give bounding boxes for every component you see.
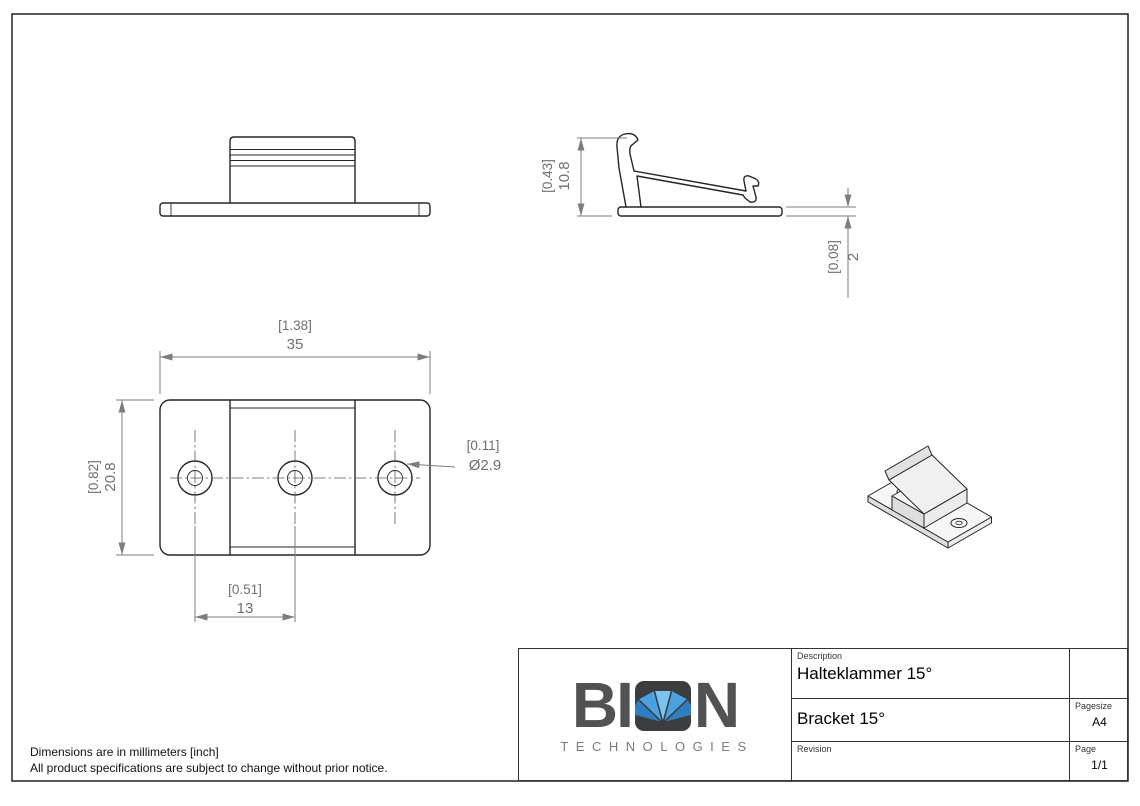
side-view [616,132,783,217]
page-value: 1/1 [1091,758,1108,772]
logo-fan-icon [634,681,691,731]
dim-width-mm: 35 [287,336,304,353]
logo-text-right: N [693,669,740,742]
dim-height-mm: 10.8 [556,161,573,190]
side-spring-clip [616,132,760,208]
revision-label: Revision [797,744,832,754]
pagesize-cell: Pagesize A4 [1069,698,1129,741]
isometric-view [867,445,992,549]
top-view [159,399,431,556]
dimension-base-thickness: [0.08] 2 [786,188,862,298]
dim-height-inch: [0.43] [540,159,555,193]
hole-callout-leader [406,461,456,469]
note-disclaimer: All product specifications are subject t… [30,761,388,775]
dim-hole-mm: Ø2.9 [469,457,502,474]
description-en: Bracket 15° [797,709,886,728]
dimension-overall-width: [1.38] 35 [159,318,431,394]
iso-hook [884,445,933,481]
dim-width-inch: [1.38] [278,318,312,333]
front-center-block [229,136,356,204]
logo-subtitle: TECHNOLOGIES [560,738,754,754]
revision-cell: Revision [791,741,1069,782]
page-cell: Page 1/1 [1069,741,1129,782]
iso-hole-right [950,518,968,528]
page-frame [11,13,1129,782]
dim-depth-mm: 20.8 [102,462,119,491]
description-cell: Description Halteklammer 15° [791,649,1069,698]
front-base-plate [159,202,431,217]
pagesize-label: Pagesize [1075,701,1113,711]
description-de: Halteklammer 15° [797,664,933,683]
logo-text-left: BI [571,669,634,742]
dim-depth-inch: [0.82] [86,460,101,494]
dim-pitch-inch: [0.51] [228,582,262,597]
empty-cell [1069,649,1129,698]
dimension-overall-depth: [0.82] 20.8 [86,399,154,556]
dim-thickness-mm: 2 [845,253,862,261]
dim-pitch-mm: 13 [237,600,254,617]
front-view [159,136,431,217]
dimension-hole-pitch: [0.51] 13 [194,526,296,622]
dimension-hole-diameter: [0.11] Ø2.9 [406,438,502,474]
title-block: BI N TECHNOLOGIES Description Halteklamm [518,648,1129,782]
note-units: Dimensions are in millimeters [inch] [30,745,219,759]
logo: BI N TECHNOLOGIES [519,649,791,782]
dimension-overall-height: [0.43] 10.8 [540,137,627,217]
dim-thickness-inch: [0.08] [826,240,841,274]
description-en-cell: Bracket 15° [791,698,1069,741]
pagesize-value: A4 [1092,715,1107,729]
side-base-plate [617,206,783,217]
page-label: Page [1075,744,1097,754]
sheet-notes: Dimensions are in millimeters [inch] All… [30,744,388,776]
dim-hole-inch: [0.11] [467,438,500,453]
description-label: Description [797,651,843,661]
